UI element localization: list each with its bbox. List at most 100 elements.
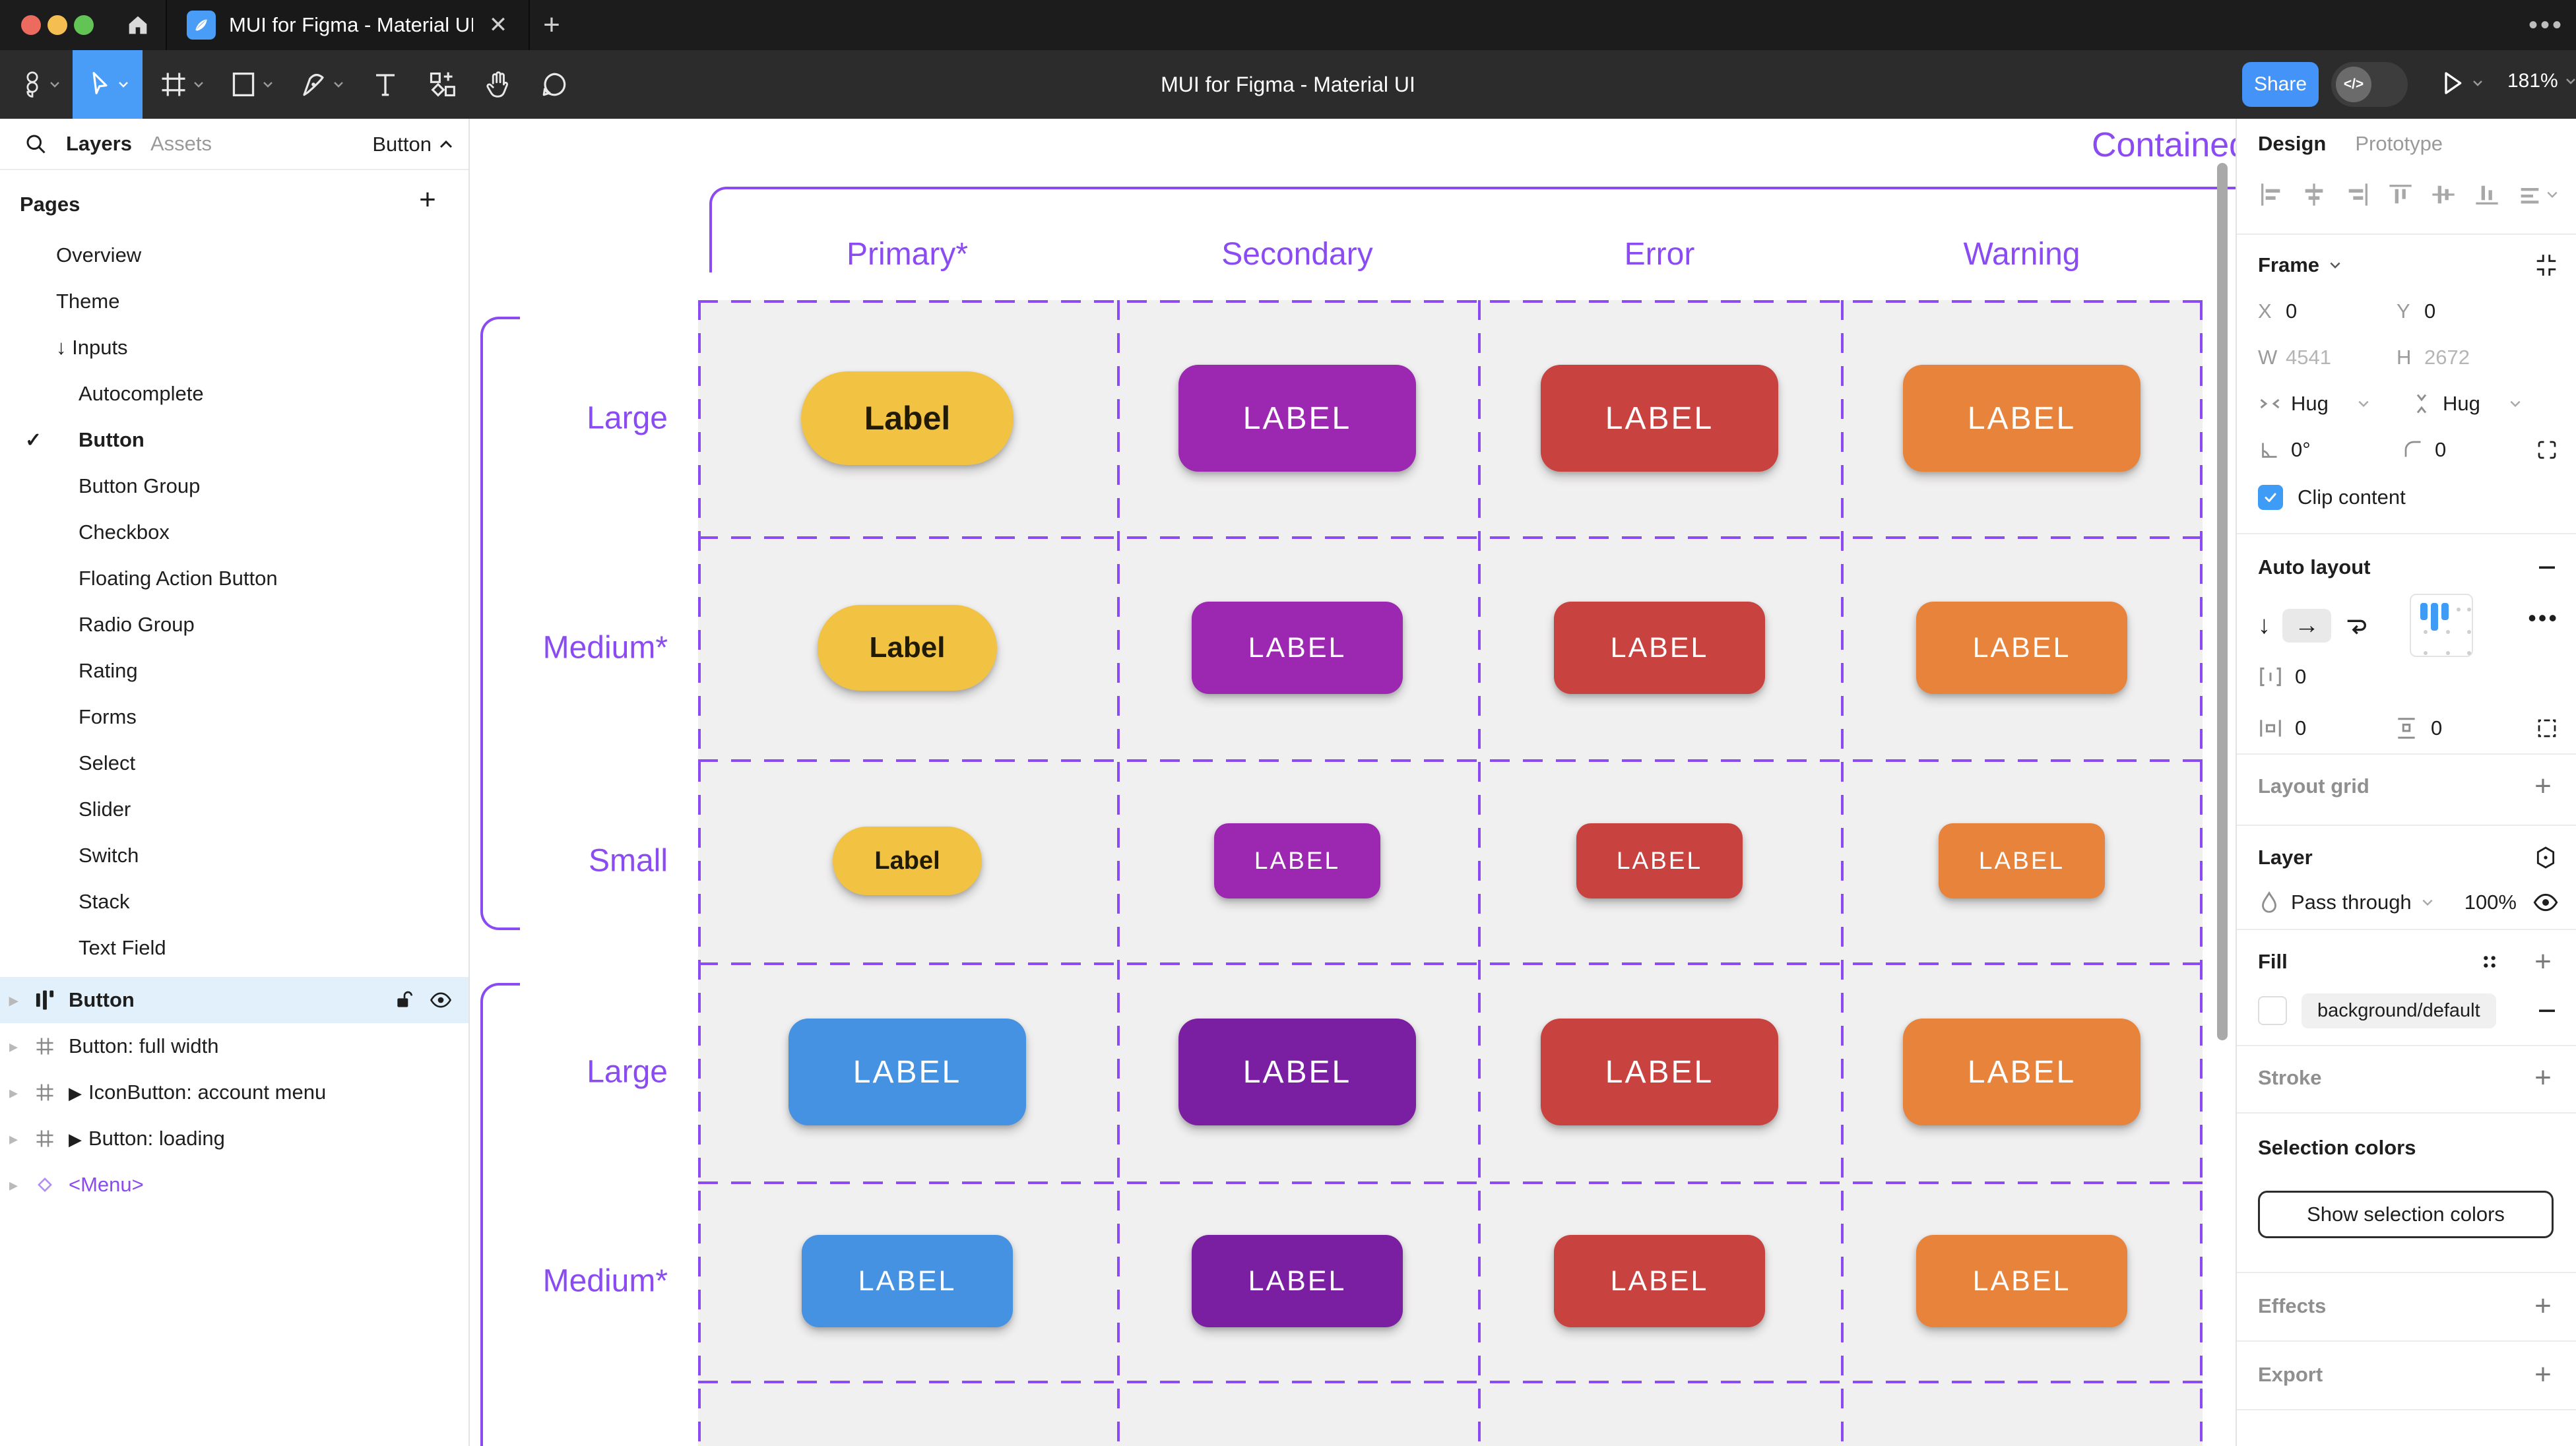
present-button[interactable] xyxy=(2441,70,2484,96)
main-menu-button[interactable] xyxy=(9,50,73,119)
page-item-switch[interactable]: Switch xyxy=(0,833,468,879)
search-icon[interactable] xyxy=(24,132,48,156)
page-item-radio-group[interactable]: Radio Group xyxy=(0,602,468,648)
layout-direction-column-button[interactable]: ↓ xyxy=(2258,611,2270,639)
shrink-frame-icon[interactable] xyxy=(2534,253,2559,278)
align-left-icon[interactable] xyxy=(2258,181,2284,208)
remove-fill-icon[interactable] xyxy=(2535,999,2559,1022)
canvas-button-variant[interactable]: LABEL xyxy=(1903,365,2141,472)
layer-item-iconbutton-account-menu[interactable]: ▸▶IconButton: account menu xyxy=(0,1069,468,1116)
vertical-padding-value[interactable]: 0 xyxy=(2431,716,2443,739)
canvas-button-variant[interactable]: LABEL xyxy=(1178,365,1416,472)
file-tab[interactable]: MUI for Figma - Material UI ✕ xyxy=(166,0,530,50)
rotation-value[interactable]: 0° xyxy=(2291,438,2311,461)
width-value[interactable]: 4541 xyxy=(2286,346,2331,369)
move-tool-button[interactable] xyxy=(73,50,143,119)
comment-tool-button[interactable] xyxy=(527,50,582,119)
tab-prototype[interactable]: Prototype xyxy=(2355,132,2443,155)
share-button[interactable]: Share xyxy=(2242,62,2319,107)
fill-style-chip[interactable]: background/default xyxy=(2302,993,2496,1028)
frame-section-heading[interactable]: Frame xyxy=(2258,253,2320,276)
add-fill-button[interactable]: + xyxy=(2534,945,2552,978)
page-item-stack[interactable]: Stack xyxy=(0,879,468,925)
y-value[interactable]: 0 xyxy=(2424,299,2436,323)
canvas-button-variant[interactable]: LABEL xyxy=(1939,823,2105,898)
canvas-button-variant[interactable]: LABEL xyxy=(1178,1019,1416,1125)
vertical-scrollbar[interactable] xyxy=(2217,163,2228,1040)
maximize-window-button[interactable] xyxy=(74,15,94,35)
corner-radius-value[interactable]: 0 xyxy=(2435,438,2447,461)
canvas-button-variant[interactable]: LABEL xyxy=(1541,1019,1778,1125)
styles-icon[interactable] xyxy=(2478,951,2501,973)
expand-chevron-icon[interactable]: ▸ xyxy=(9,1036,18,1056)
canvas-button-variant[interactable]: LABEL xyxy=(1576,823,1743,898)
expand-chevron-icon[interactable]: ▸ xyxy=(9,1174,18,1195)
blend-mode-icon[interactable] xyxy=(2532,844,2559,871)
canvas-button-variant[interactable]: Label xyxy=(818,605,997,691)
page-item-overview[interactable]: Overview xyxy=(0,232,468,278)
align-bottom-icon[interactable] xyxy=(2474,181,2500,208)
gap-value[interactable]: 0 xyxy=(2295,665,2307,688)
layer-item-button[interactable]: ▸Button xyxy=(0,977,468,1023)
vertical-resizing-value[interactable]: Hug xyxy=(2443,392,2480,415)
add-stroke-button[interactable]: + xyxy=(2534,1061,2552,1094)
align-vertical-center-icon[interactable] xyxy=(2430,181,2457,208)
horizontal-padding-value[interactable]: 0 xyxy=(2295,716,2307,739)
canvas-button-variant[interactable]: LABEL xyxy=(1916,1235,2127,1327)
titlebar-overflow-icon[interactable]: ••• xyxy=(2528,11,2564,40)
frame-title-label[interactable]: Contained xyxy=(2092,126,2236,164)
page-item-slider[interactable]: Slider xyxy=(0,786,468,833)
page-item-forms[interactable]: Forms xyxy=(0,694,468,740)
layout-direction-row-button[interactable]: → xyxy=(2282,608,2331,643)
chevron-down-icon[interactable] xyxy=(2421,898,2434,907)
canvas-button-variant[interactable]: LABEL xyxy=(1541,365,1778,472)
horizontal-resizing-value[interactable]: Hug xyxy=(2291,392,2329,415)
shape-tool-button[interactable] xyxy=(219,50,285,119)
eye-icon[interactable] xyxy=(2532,889,2559,916)
expand-chevron-icon[interactable]: ▸ xyxy=(9,990,18,1010)
new-tab-button[interactable]: + xyxy=(543,9,560,41)
zoom-level-menu[interactable]: 181% xyxy=(2507,70,2576,92)
align-horizontal-center-icon[interactable] xyxy=(2301,181,2327,208)
layer-opacity-value[interactable]: 100% xyxy=(2464,891,2517,914)
dev-mode-toggle[interactable]: </> xyxy=(2331,62,2408,107)
page-item-autocomplete[interactable]: Autocomplete xyxy=(0,371,468,417)
show-selection-colors-button[interactable]: Show selection colors xyxy=(2258,1191,2554,1238)
chevron-down-icon[interactable] xyxy=(2357,399,2370,408)
layer-item--menu-[interactable]: ▸<Menu> xyxy=(0,1162,468,1208)
expand-chevron-icon[interactable]: ▸ xyxy=(9,1128,18,1148)
home-button[interactable] xyxy=(122,9,154,41)
expand-chevron-icon[interactable]: ▸ xyxy=(9,1082,18,1102)
x-value[interactable]: 0 xyxy=(2286,299,2298,323)
text-tool-button[interactable] xyxy=(359,50,412,119)
page-item-inputs[interactable]: ↓ Inputs xyxy=(0,325,468,371)
layer-item-button-full-width[interactable]: ▸Button: full width xyxy=(0,1023,468,1069)
chevron-down-icon[interactable] xyxy=(2509,399,2522,408)
add-effect-button[interactable]: + xyxy=(2534,1290,2552,1322)
fill-color-swatch[interactable] xyxy=(2258,996,2287,1025)
clip-content-checkbox[interactable] xyxy=(2258,485,2283,510)
tab-assets[interactable]: Assets xyxy=(150,132,212,155)
canvas-button-variant[interactable]: LABEL xyxy=(1192,602,1403,694)
canvas-button-variant[interactable]: Label xyxy=(801,371,1014,465)
close-window-button[interactable] xyxy=(21,15,41,35)
auto-layout-more-options-button[interactable]: ••• xyxy=(2528,604,2559,631)
canvas-button-variant[interactable]: LABEL xyxy=(1192,1235,1403,1327)
page-item-floating-action-button[interactable]: Floating Action Button xyxy=(0,555,468,602)
distribute-menu-button[interactable] xyxy=(2517,181,2559,208)
remove-auto-layout-icon[interactable] xyxy=(2535,555,2559,579)
canvas-button-variant[interactable]: LABEL xyxy=(1554,1235,1765,1327)
add-export-button[interactable]: + xyxy=(2534,1358,2552,1391)
align-right-icon[interactable] xyxy=(2344,181,2371,208)
visibility-eye-icon[interactable] xyxy=(429,990,453,1011)
hand-tool-button[interactable] xyxy=(471,50,524,119)
unlock-icon[interactable] xyxy=(395,990,414,1011)
independent-padding-icon[interactable] xyxy=(2535,716,2559,740)
canvas-button-variant[interactable]: LABEL xyxy=(1916,602,2127,694)
canvas-button-variant[interactable]: Label xyxy=(833,827,982,895)
tab-design[interactable]: Design xyxy=(2258,132,2327,155)
page-item-select[interactable]: Select xyxy=(0,740,468,786)
add-page-button[interactable]: + xyxy=(419,183,436,216)
page-item-rating[interactable]: Rating xyxy=(0,648,468,694)
